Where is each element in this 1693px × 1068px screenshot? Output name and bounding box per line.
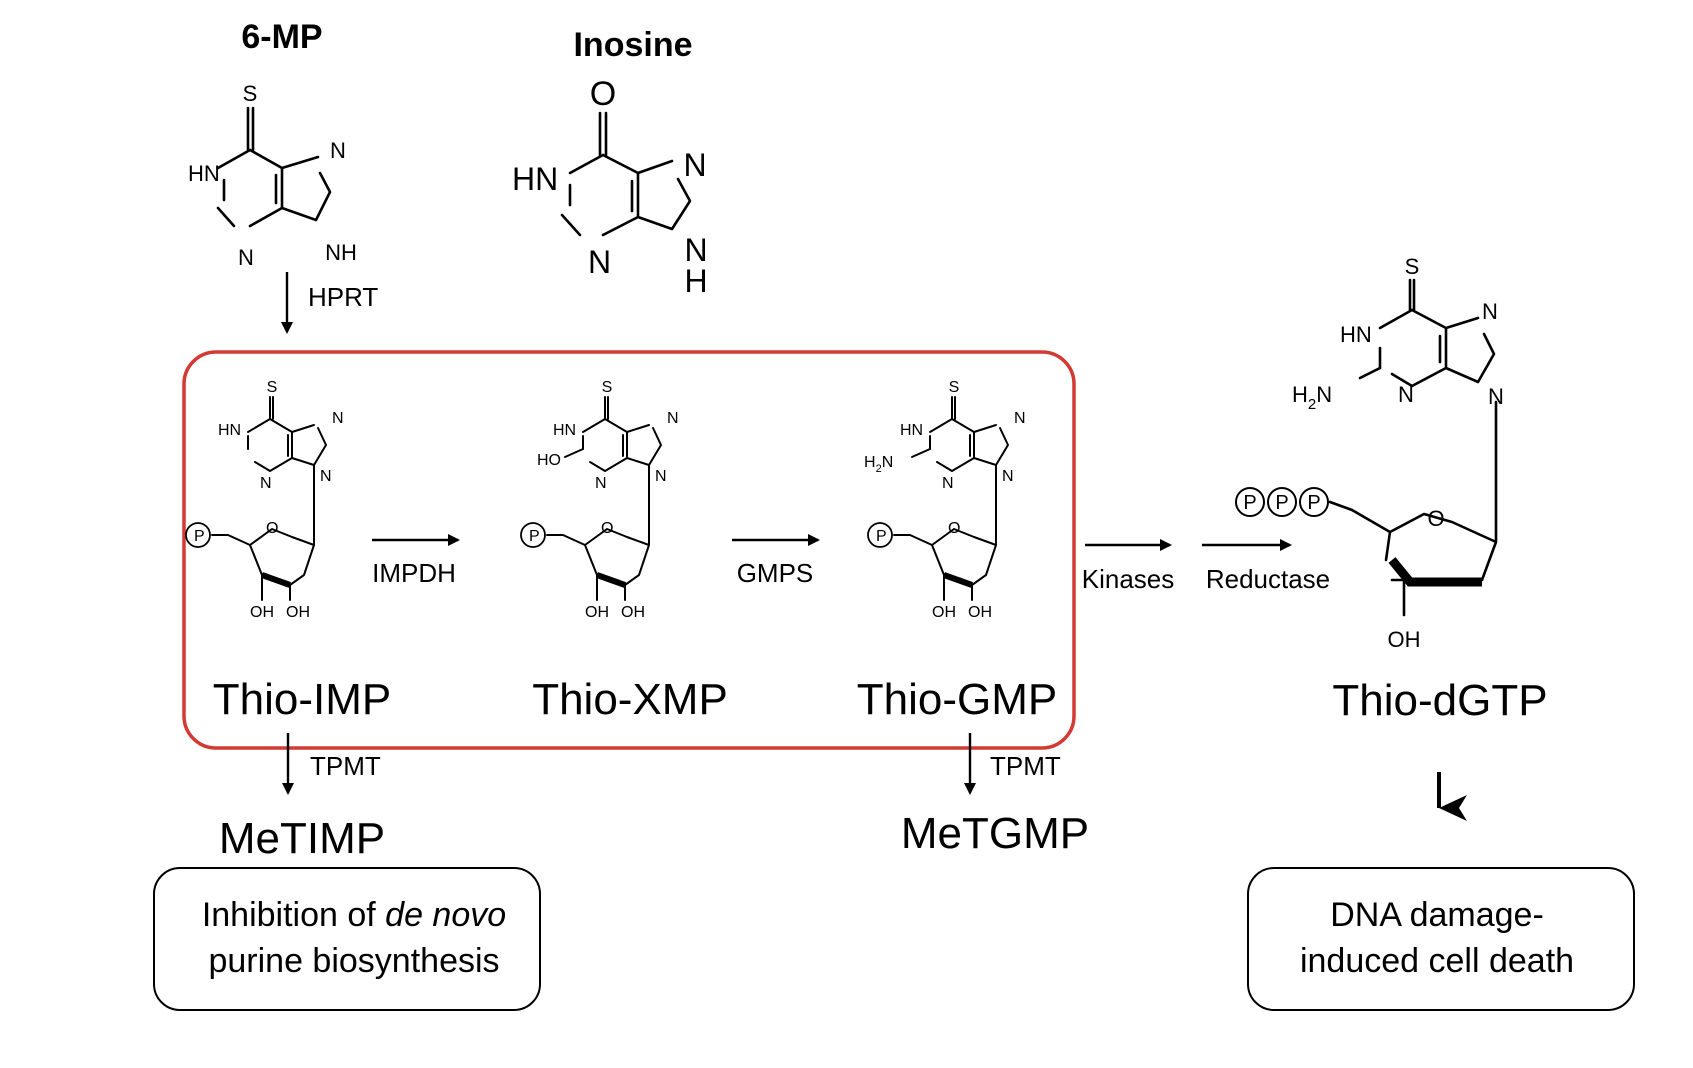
svg-text:P: P	[1243, 492, 1256, 514]
structure-thio-gmp: S HN H2N N N N O P OH OH	[864, 379, 1026, 621]
svg-text:S: S	[949, 379, 960, 396]
enzyme-hprt: HPRT	[308, 282, 378, 312]
svg-text:S: S	[602, 379, 613, 396]
outcome-right-line2: induced cell death	[1300, 942, 1574, 980]
svg-text:N: N	[260, 475, 272, 492]
svg-text:N: N	[684, 232, 707, 268]
svg-text:HO: HO	[537, 452, 561, 469]
enzyme-kinases: Kinases	[1082, 564, 1175, 594]
svg-text:P: P	[1275, 492, 1288, 514]
compound-label-metgmp: MeTGMP	[901, 809, 1089, 858]
enzyme-tpmt-left: TPMT	[310, 751, 381, 781]
svg-text:P: P	[194, 528, 205, 545]
svg-text:OH: OH	[250, 604, 274, 621]
svg-text:O: O	[948, 520, 960, 537]
svg-text:N: N	[667, 410, 679, 427]
outcome-left-line2: purine biosynthesis	[208, 942, 499, 980]
svg-text:HN: HN	[188, 161, 220, 186]
structure-thio-dgtp: S HN H2N N N N O OH P P P	[1235, 254, 1504, 652]
svg-text:O: O	[266, 520, 278, 537]
enzyme-impdh: IMPDH	[372, 558, 456, 588]
svg-text:N: N	[1488, 384, 1504, 409]
svg-text:O: O	[1427, 506, 1444, 531]
svg-text:S: S	[1405, 254, 1420, 279]
structure-thio-xmp: S HN HO N N N O P OH OH	[521, 379, 679, 621]
svg-text:H: H	[684, 263, 707, 299]
svg-text:N: N	[595, 475, 607, 492]
svg-text:P: P	[529, 528, 540, 545]
enzyme-tpmt-right: TPMT	[990, 751, 1061, 781]
structure-6mp: S HN N N NH	[188, 81, 357, 270]
structure-inosine: O HN N N N H	[512, 75, 708, 299]
svg-text:N: N	[588, 244, 611, 280]
svg-text:H2N: H2N	[864, 454, 893, 475]
outcome-right-line1: DNA damage-	[1330, 896, 1544, 934]
outcome-left-line1: Inhibition of de novo	[202, 896, 506, 934]
svg-text:S: S	[243, 81, 258, 106]
svg-text:O: O	[590, 75, 616, 113]
structure-thio-imp: S HN N N N O P OH OH	[186, 379, 344, 621]
svg-text:N: N	[1002, 468, 1014, 485]
svg-text:N: N	[1482, 299, 1498, 324]
svg-text:HN: HN	[1340, 322, 1372, 347]
compound-label-6mp: 6-MP	[241, 18, 322, 56]
enzyme-gmps: GMPS	[737, 558, 814, 588]
svg-text:HN: HN	[553, 422, 576, 439]
svg-text:OH: OH	[286, 604, 310, 621]
svg-text:N: N	[942, 475, 954, 492]
svg-text:HN: HN	[512, 161, 558, 197]
compound-label-metimp: MeTIMP	[219, 814, 385, 863]
svg-text:N: N	[330, 138, 346, 163]
svg-text:N: N	[320, 468, 332, 485]
svg-text:N: N	[683, 147, 706, 183]
svg-text:HN: HN	[900, 422, 923, 439]
highlight-box	[182, 350, 1076, 750]
svg-text:P: P	[876, 528, 887, 545]
svg-text:N: N	[655, 468, 667, 485]
svg-text:HN: HN	[218, 422, 241, 439]
svg-text:OH: OH	[968, 604, 992, 621]
compound-label-thio-dgtp: Thio-dGTP	[1332, 676, 1547, 725]
svg-text:N: N	[332, 410, 344, 427]
svg-text:N: N	[1014, 410, 1026, 427]
svg-text:N: N	[1398, 382, 1414, 407]
svg-text:P: P	[1307, 492, 1320, 514]
svg-text:OH: OH	[585, 604, 609, 621]
outcome-box-right	[1247, 867, 1635, 1011]
svg-text:NH: NH	[325, 240, 357, 265]
compound-label-thio-imp: Thio-IMP	[213, 675, 391, 724]
enzyme-reductase: Reductase	[1206, 564, 1330, 594]
compound-label-inosine: Inosine	[573, 26, 692, 64]
svg-text:OH: OH	[1388, 627, 1421, 652]
outcome-box-left	[153, 867, 541, 1011]
compound-label-thio-gmp: Thio-GMP	[857, 675, 1057, 724]
compound-label-thio-xmp: Thio-XMP	[532, 675, 728, 724]
svg-text:O: O	[601, 520, 613, 537]
svg-text:N: N	[238, 245, 254, 270]
svg-text:H2N: H2N	[1292, 382, 1332, 413]
svg-text:OH: OH	[932, 604, 956, 621]
svg-text:S: S	[267, 379, 278, 396]
svg-text:OH: OH	[621, 604, 645, 621]
